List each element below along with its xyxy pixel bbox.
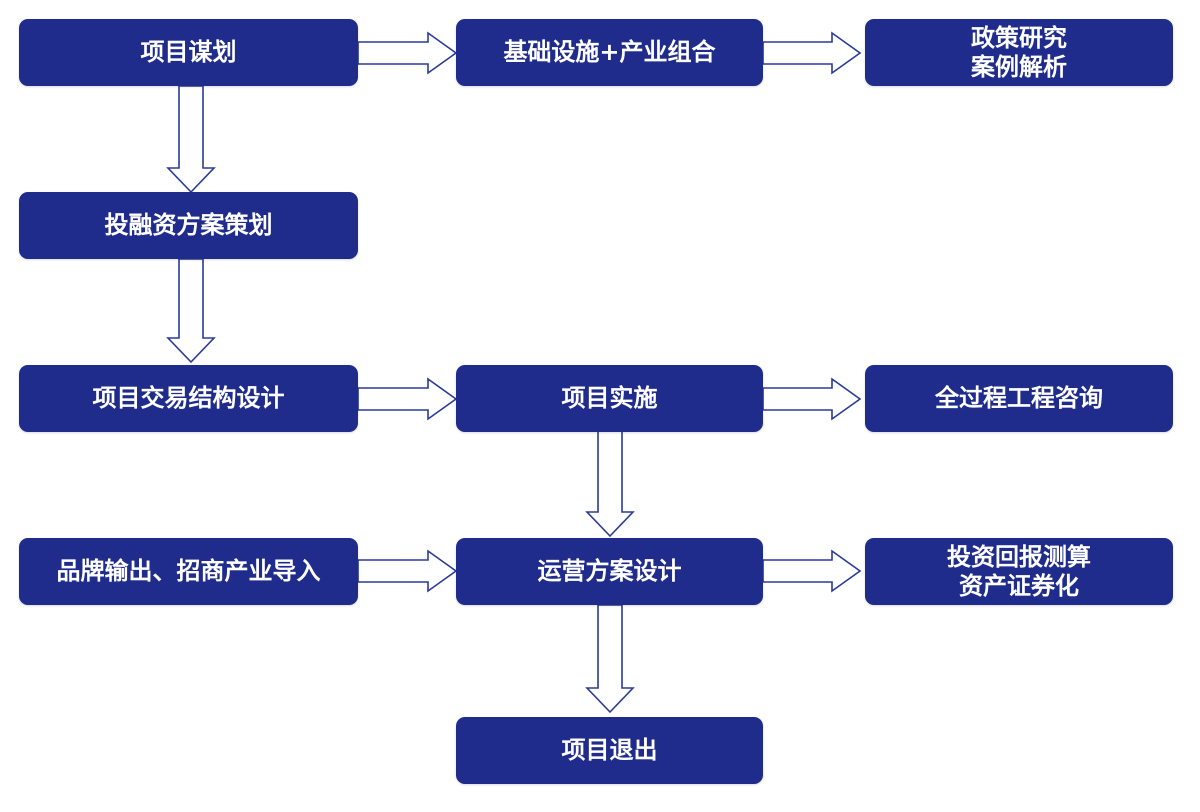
arrow-planning-to-infra bbox=[357, 31, 458, 75]
node-transaction-structure: 项目交易结构设计 bbox=[19, 365, 358, 432]
node-infra-industry: 基础设施+产业组合 bbox=[456, 19, 763, 86]
node-project-planning-label: 项目谋划 bbox=[140, 38, 237, 66]
arrow-planning-to-financing bbox=[166, 85, 216, 194]
node-return-calculation-line1: 投资回报测算 bbox=[947, 542, 1091, 571]
node-project-planning: 项目谋划 bbox=[19, 19, 358, 86]
arrow-implementation-to-operation bbox=[585, 430, 635, 538]
node-transaction-structure-label: 项目交易结构设计 bbox=[92, 384, 285, 412]
arrow-brand-to-operation bbox=[357, 549, 458, 593]
node-brand-output: 品牌输出、招商产业导入 bbox=[19, 538, 358, 605]
node-project-exit-label: 项目退出 bbox=[561, 736, 658, 764]
node-return-calculation-line2: 资产证券化 bbox=[959, 571, 1079, 600]
arrow-implementation-to-consulting bbox=[762, 377, 862, 421]
node-infra-industry-label: 基础设施+产业组合 bbox=[503, 38, 716, 66]
arrow-operation-to-return bbox=[762, 549, 862, 593]
node-brand-output-label: 品牌输出、招商产业导入 bbox=[56, 557, 321, 585]
node-investment-financing-label: 投融资方案策划 bbox=[104, 211, 273, 239]
node-operation-plan: 运营方案设计 bbox=[456, 538, 763, 605]
node-implementation: 项目实施 bbox=[456, 365, 763, 432]
node-policy-research: 政策研究 案例解析 bbox=[865, 19, 1173, 86]
node-project-exit: 项目退出 bbox=[456, 717, 763, 784]
node-policy-research-line1: 政策研究 bbox=[971, 23, 1067, 52]
node-return-calculation: 投资回报测算 资产证券化 bbox=[865, 538, 1173, 605]
node-investment-financing: 投融资方案策划 bbox=[19, 192, 358, 259]
node-whole-process-consulting-label: 全过程工程咨询 bbox=[935, 384, 1103, 412]
node-whole-process-consulting: 全过程工程咨询 bbox=[865, 365, 1173, 432]
node-implementation-label: 项目实施 bbox=[561, 384, 658, 412]
arrow-operation-to-exit bbox=[585, 604, 635, 714]
node-operation-plan-label: 运营方案设计 bbox=[537, 557, 682, 585]
arrow-structure-to-implementation bbox=[357, 377, 458, 421]
arrow-infra-to-policy bbox=[762, 31, 862, 75]
arrow-financing-to-structure bbox=[166, 258, 216, 364]
node-policy-research-line2: 案例解析 bbox=[971, 52, 1067, 81]
